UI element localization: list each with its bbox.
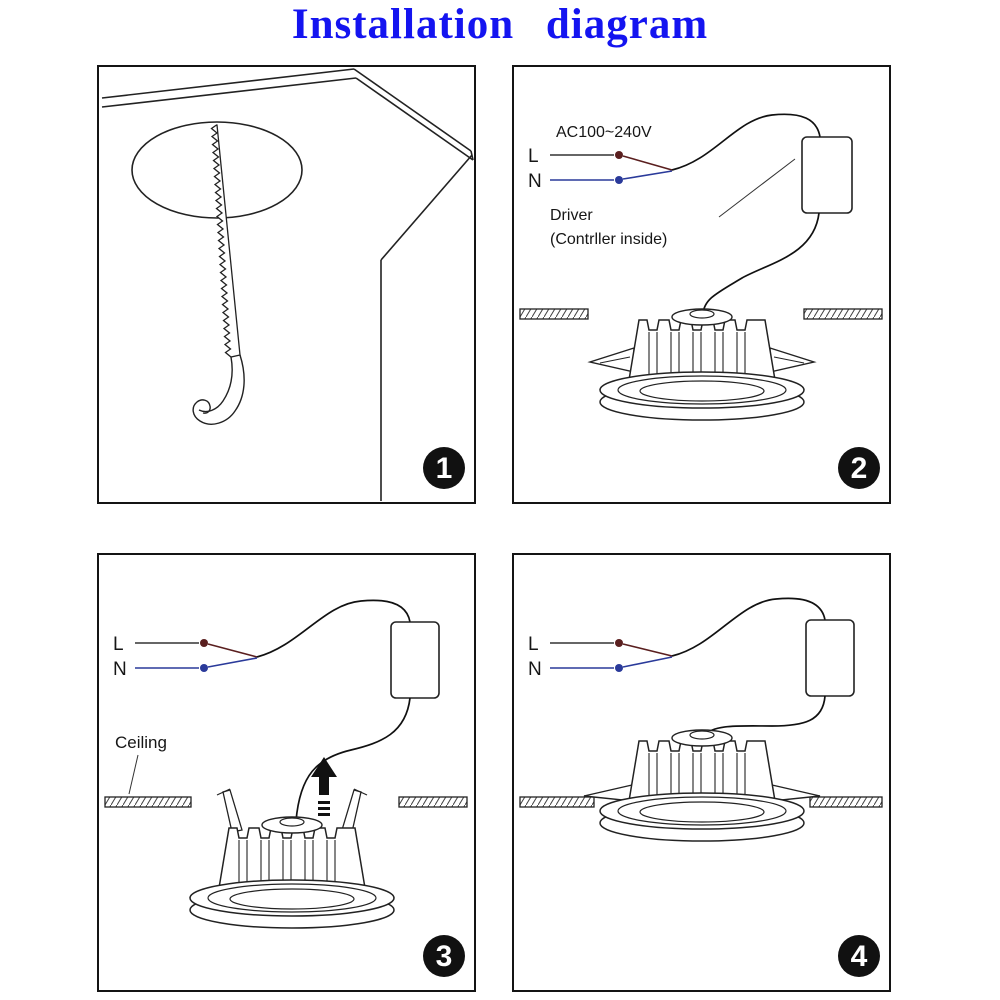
slab-slope-near [355,77,474,161]
badge-number: 2 [851,452,868,485]
neutral-label: N [528,659,542,680]
saw-handle-outer [192,354,245,425]
step2-canvas: AC100~240V L N Driver (Contrller inside)… [519,113,883,489]
saw-blade [210,124,241,358]
step-badge: 2 [838,447,880,489]
ceiling-corner-lines [101,68,474,501]
badge-circle [423,935,465,977]
step4-canvas: L N 4 [519,597,883,977]
driver-label-line2: (Contrller inside) [550,231,667,248]
badge-number: 4 [851,940,868,973]
driver-to-lamp-wire [295,697,411,822]
driver-box [805,619,855,697]
badge-number: 3 [436,940,453,973]
neutral-junction-wire [207,657,258,668]
neutral-junction-wire [622,656,673,668]
panel-step-1: 1 [97,65,476,504]
arrow-dash-1 [318,801,330,804]
badge-circle [838,935,880,977]
ceiling [519,308,883,320]
voltage-label: AC100~240V [556,124,652,141]
ceiling-left-segment [104,796,192,808]
downlight [590,309,814,420]
badge-circle [423,447,465,489]
step1-canvas: 1 [101,68,474,501]
driver-box [390,621,440,699]
step3-canvas: L N Ceiling [104,599,468,977]
saw-handle-inner [198,356,233,413]
step-badge: 4 [838,935,880,977]
driver-to-lamp-wire [703,695,826,737]
mains-to-driver-wire [671,113,821,171]
step-badge: 1 [423,447,465,489]
ceiling [104,796,468,808]
live-terminal-dot [615,639,623,647]
page-title: Installation diagram [291,1,709,48]
arrow-shape [311,757,337,795]
cutout-hole [131,121,303,219]
ceiling-label: Ceiling [115,733,167,752]
ceiling-leader-line [128,754,139,795]
ceiling-right-segment [809,796,883,808]
live-junction-wire [622,643,673,657]
badge-number: 1 [436,452,453,485]
arrow-dash-3 [318,813,330,816]
ceiling-left-segment [519,308,589,320]
slab-edge-far [101,68,355,99]
arrow-dash-2 [318,807,330,810]
wall-junction-line [380,154,473,261]
ceiling [519,796,883,808]
panel-step-3: L N Ceiling [97,553,476,992]
badge-circle [838,447,880,489]
neutral-label: N [113,659,127,680]
driver-leader-line [718,158,796,218]
ceiling-right-segment [398,796,468,808]
downlight-installed [584,730,820,841]
downlight-clips-up [190,789,394,928]
neutral-terminal-dot [200,664,208,672]
mains-to-driver-wire [256,599,411,658]
panel-step-4: L N 4 [512,553,891,992]
neutral-terminal-dot [615,664,623,672]
driver-to-lamp-wire [702,212,820,315]
live-label: L [528,146,539,167]
live-junction-wire [622,155,673,171]
neutral-label: N [528,171,542,192]
live-junction-wire [207,643,258,658]
neutral-junction-wire [622,170,673,180]
ceiling-right-segment [803,308,883,320]
live-label: L [528,634,539,655]
live-terminal-dot [200,639,208,647]
slab-edge-near [101,77,357,108]
slab-slope-far [353,68,472,152]
driver-label-line1: Driver [550,207,593,224]
mains-to-driver-wire [671,597,826,657]
neutral-terminal-dot [615,176,623,184]
push-up-arrow [311,757,337,816]
live-label: L [113,634,124,655]
panel-step-2: AC100~240V L N Driver (Contrller inside)… [512,65,891,504]
driver-box [801,136,853,214]
saw [192,124,245,425]
live-terminal-dot [615,151,623,159]
step-badge: 3 [423,935,465,977]
ceiling-left-segment [519,796,595,808]
